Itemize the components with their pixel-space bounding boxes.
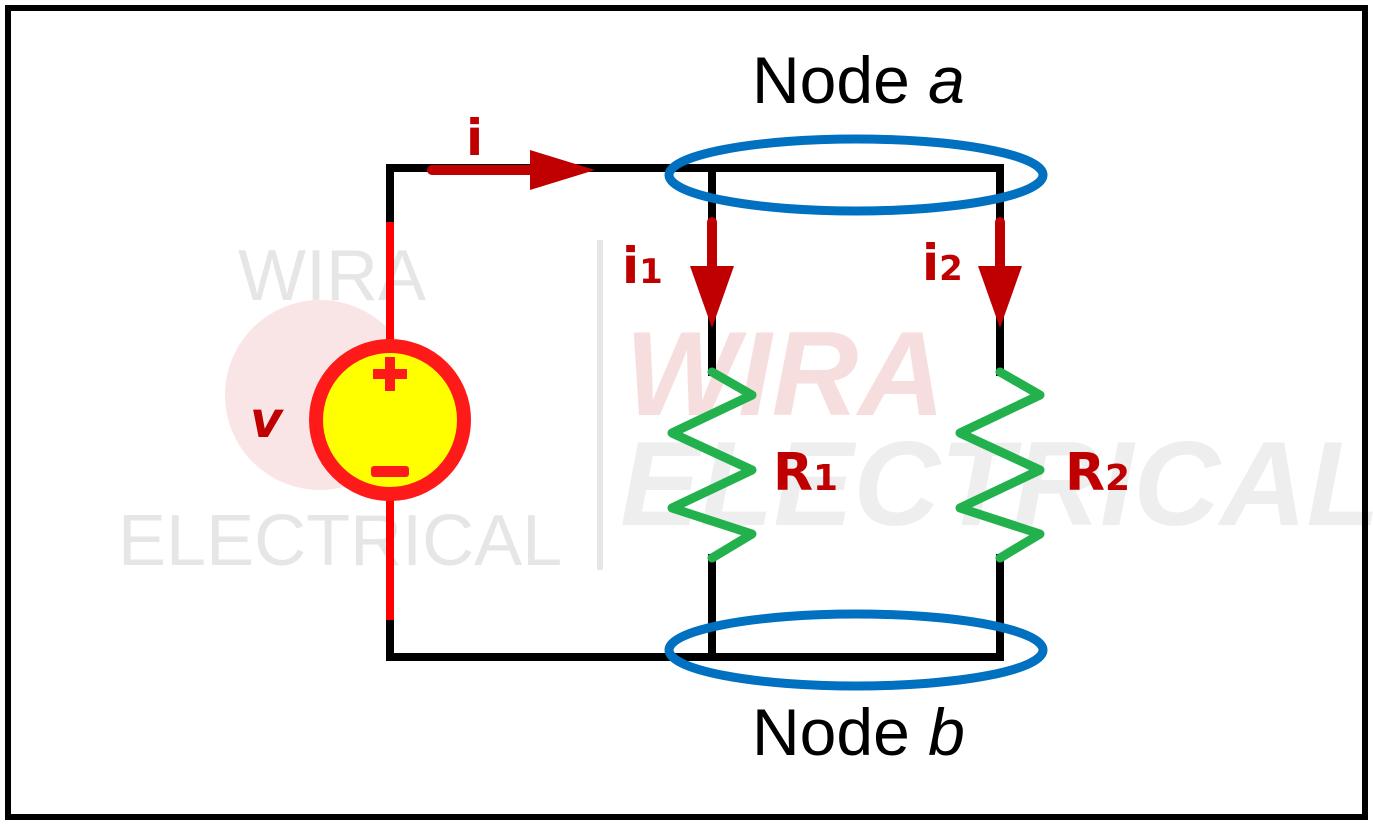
diagram-frame [5, 5, 1368, 820]
current-i-head [530, 150, 595, 190]
current-i1-symbol: i [622, 237, 639, 295]
node-b-ring [664, 609, 1048, 691]
resistor-r2-symbol: R [1065, 443, 1105, 503]
watermark-small-top: WIRA [238, 236, 426, 316]
resistor-r1 [667, 367, 757, 563]
resistors [667, 367, 1045, 563]
current-i2-symbol: i [922, 234, 939, 292]
resistor-r2-subscript: 2 [1105, 458, 1130, 499]
resistor-r1-symbol: R [773, 443, 813, 503]
resistor-r2-label: R2 [1065, 443, 1130, 503]
watermark-large-top: WIRA [625, 307, 945, 441]
current-i2-label: i2 [922, 234, 963, 292]
node-a-letter: a [928, 43, 965, 117]
node-b-label: Node b [752, 695, 965, 769]
current-i2-head [978, 266, 1022, 328]
voltage-source [309, 339, 471, 501]
minus-sign [371, 466, 409, 477]
node-a-word: Node [752, 43, 910, 117]
resistor-r2 [955, 367, 1045, 563]
resistor-r1-label: R1 [773, 443, 838, 503]
current-arrows [427, 150, 1022, 328]
voltage-source-circle [309, 339, 471, 501]
node-b-word: Node [752, 695, 910, 769]
node-a-ring [664, 134, 1048, 216]
node-a-label: Node a [752, 43, 965, 117]
current-i1-label: i1 [622, 237, 663, 295]
resistor-r1-subscript: 1 [813, 458, 838, 499]
voltage-label: v [250, 391, 284, 449]
current-i-label: i [466, 109, 483, 167]
watermark-small-bottom: ELECTRICAL [118, 501, 562, 581]
bottom-wire [386, 554, 1004, 661]
node-b-letter: b [928, 695, 965, 769]
current-i2-subscript: 2 [939, 249, 963, 289]
plus-sign-v [385, 357, 395, 391]
current-i1-head [690, 266, 734, 328]
current-i1-subscript: 1 [639, 252, 663, 292]
